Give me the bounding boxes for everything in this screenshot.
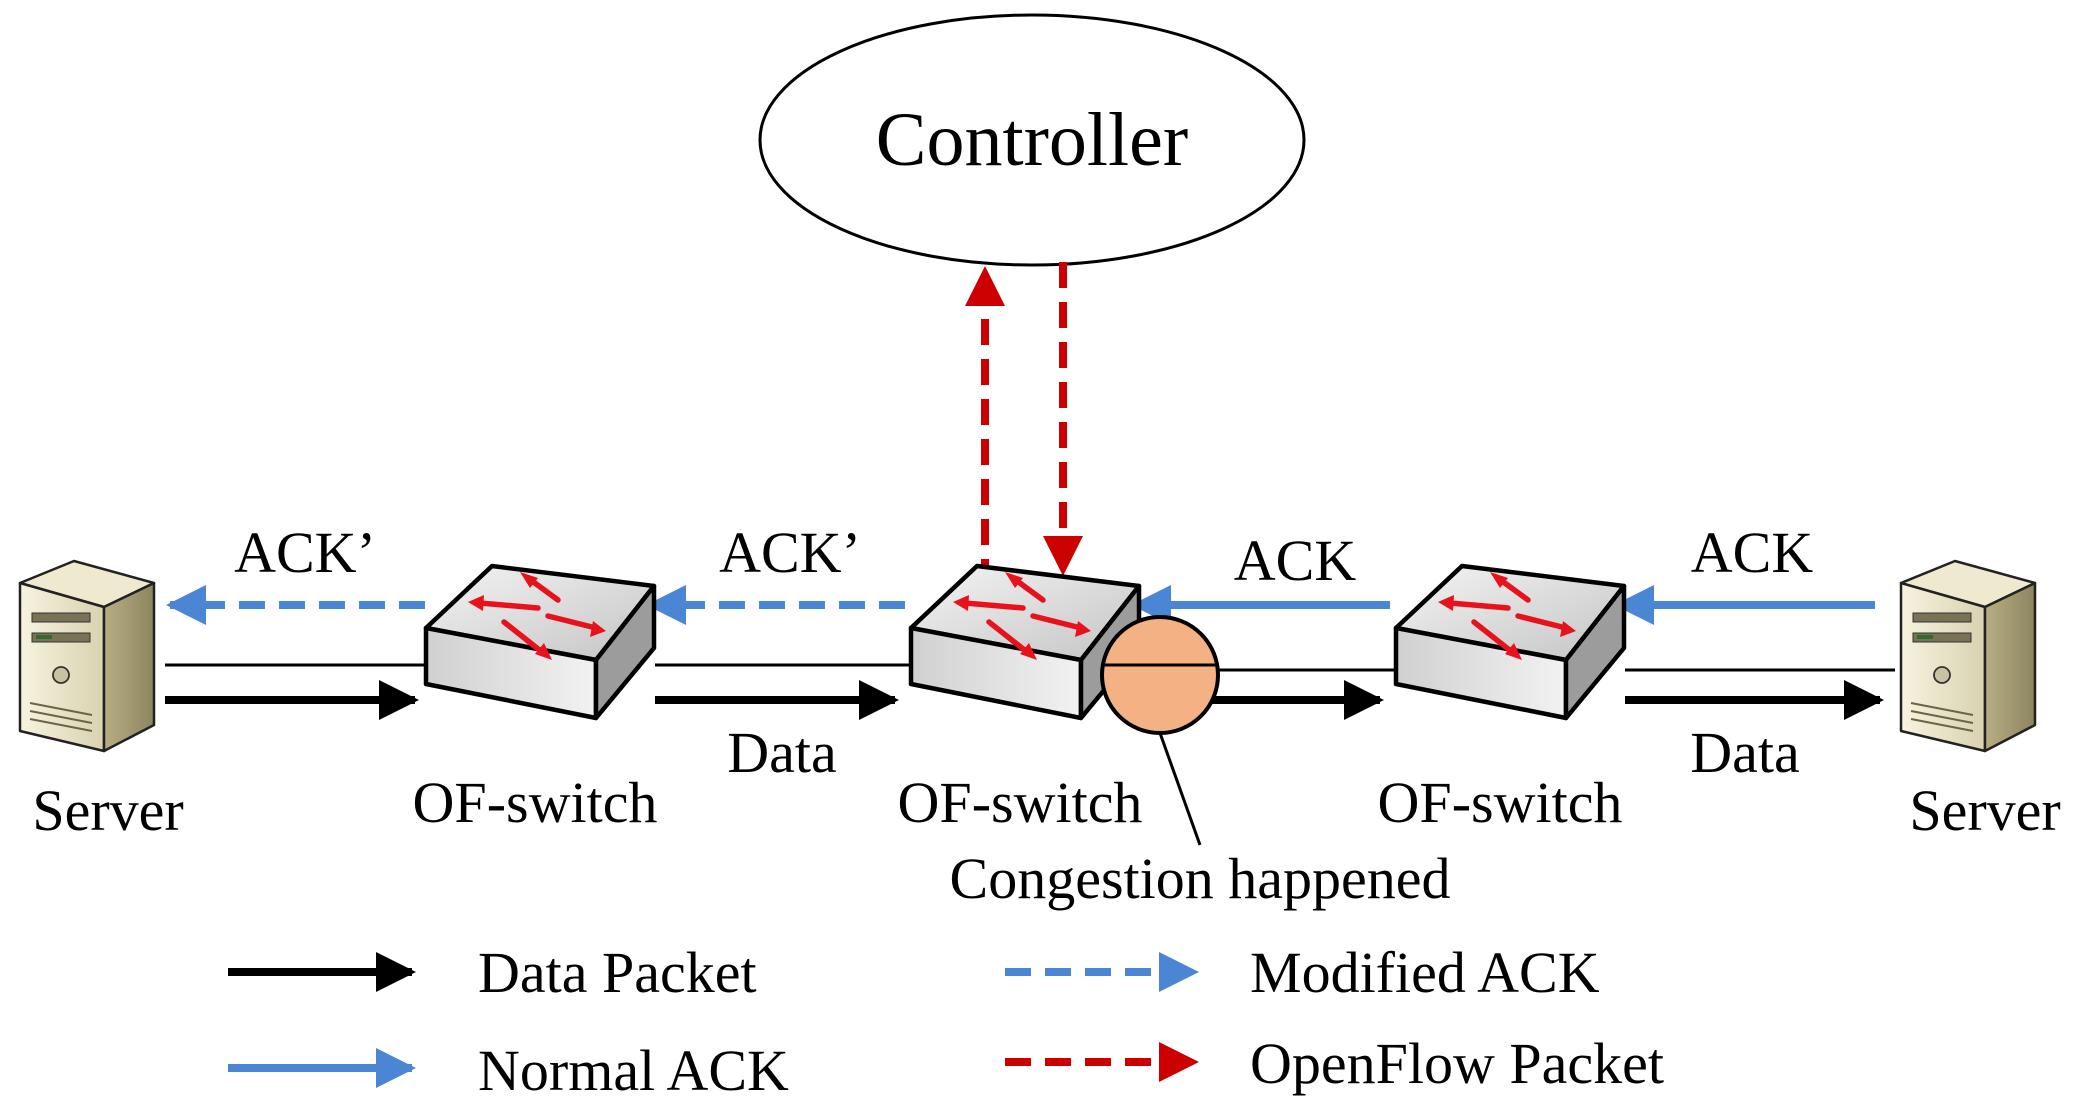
- legend-normal-ack-label: Normal ACK: [478, 1038, 789, 1103]
- legend-openflow-label: OpenFlow Packet: [1250, 1031, 1664, 1096]
- legend-data-packet-label: Data Packet: [478, 940, 757, 1005]
- switch-left-icon: [426, 566, 654, 718]
- ack-modified-label-left: ACK’: [234, 520, 376, 585]
- switch-right-label: OF-switch: [1378, 770, 1623, 835]
- controller-label: Controller: [876, 98, 1188, 182]
- legend-modified-ack-label: Modified ACK: [1250, 940, 1600, 1005]
- server-right-icon: [1899, 559, 2037, 753]
- ack-normal-label-right: ACK: [1691, 520, 1814, 585]
- server-right-label: Server: [1909, 778, 2060, 843]
- congestion-leader-line: [1158, 732, 1202, 846]
- congestion-marker: [1100, 615, 1220, 846]
- switch-middle-label: OF-switch: [898, 770, 1143, 835]
- server-left-label: Server: [32, 778, 183, 843]
- ack-modified-label-middle: ACK’: [719, 520, 861, 585]
- data-label-left: Data: [727, 720, 837, 785]
- data-label-right: Data: [1690, 720, 1800, 785]
- controller-ellipse: [758, 13, 1306, 267]
- legend: Data Packet Normal ACK Modified ACK Open…: [228, 940, 1664, 1103]
- server-left-icon: [18, 559, 156, 753]
- congestion-queue-circle: [1100, 615, 1220, 735]
- congestion-label: Congestion happened: [950, 846, 1451, 911]
- ack-normal-label-middle: ACK: [1234, 528, 1357, 593]
- switch-left-label: OF-switch: [413, 770, 658, 835]
- controller-node: Controller: [758, 13, 1306, 267]
- switch-right-icon: [1396, 566, 1624, 718]
